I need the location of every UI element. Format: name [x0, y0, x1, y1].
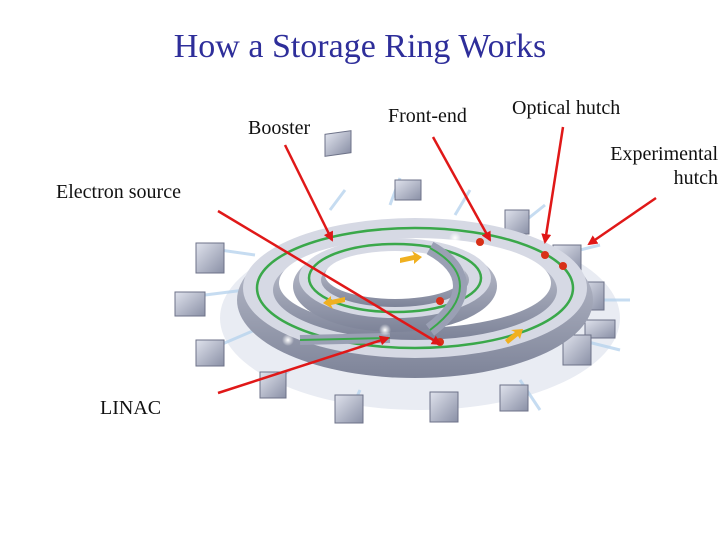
- hutch-box: [334, 394, 364, 424]
- glow-points: [282, 232, 461, 346]
- label-electron-source: Electron source: [56, 181, 181, 203]
- label-experimental-line2: hutch: [673, 167, 718, 189]
- hutch-box: [394, 179, 422, 201]
- optical-hutch-arrow: [541, 126, 565, 244]
- label-front-end: Front-end: [388, 105, 467, 127]
- flow-arrows: [323, 251, 523, 344]
- transfer-beam: [429, 247, 461, 331]
- hutch-box: [499, 384, 529, 412]
- booster-arrow: [283, 144, 334, 242]
- pointer-arrows: [217, 126, 657, 395]
- hutch-box: [324, 130, 352, 157]
- hutch-box: [195, 339, 225, 367]
- linac-arrow: [217, 335, 390, 395]
- electron-source-arrow: [217, 209, 442, 346]
- hutch-box: [174, 291, 206, 317]
- page-title: How a Storage Ring Works: [173, 28, 547, 65]
- hutch-box: [429, 391, 459, 423]
- label-optical-hutch: Optical hutch: [512, 97, 621, 119]
- front-end-arrow: [431, 136, 492, 242]
- hutch-box: [195, 242, 225, 274]
- label-experimental-line1: Experimental: [610, 143, 718, 165]
- label-booster: Booster: [248, 117, 311, 139]
- hutch-box: [584, 319, 616, 339]
- label-linac: LINAC: [100, 397, 162, 419]
- linac-beam: [299, 337, 391, 341]
- label-experimental-hutch: Experimental hutch: [580, 142, 718, 190]
- experimental-hutch-arrow: [587, 196, 657, 246]
